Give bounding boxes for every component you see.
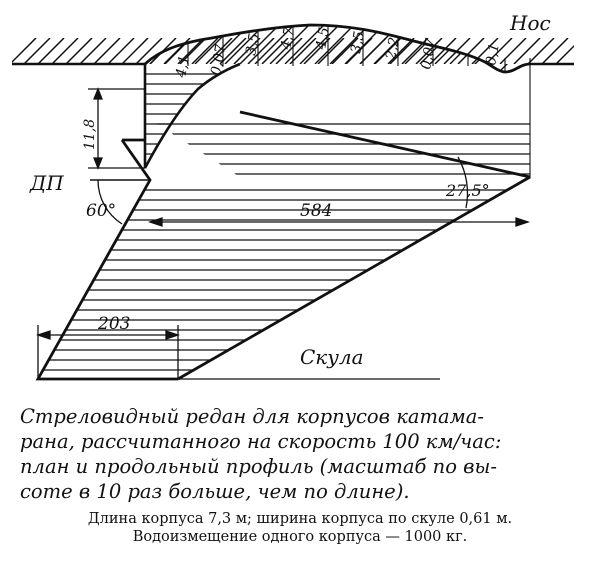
dim-length: 584: [300, 201, 332, 221]
profile-hatching: [149, 25, 530, 72]
step-diagram: 4,1 0,07 3,5 4,7 4,5 3,5 2,2 0,07 0,1 Но…: [12, 11, 574, 381]
note-line-2: Водоизмещение одного корпуса — 1000 кг.: [132, 529, 468, 545]
note-line-1: Длина корпуса 7,3 м; ширина корпуса по с…: [87, 511, 513, 527]
profile-curve: [144, 23, 531, 74]
caption-line-1: Стреловидный редан для корпусов катама-: [20, 405, 484, 428]
label-nose: Нос: [509, 11, 551, 35]
figure-caption: Стреловидный редан для корпусов катама- …: [20, 404, 580, 504]
figure-note: Длина корпуса 7,3 м; ширина корпуса по с…: [10, 510, 590, 546]
plan-upper-hatching: [150, 123, 530, 175]
caption-line-2: рана, рассчитанного на скорость 100 км/ч…: [20, 430, 502, 453]
profile-value-7: 2,2: [383, 36, 403, 62]
profile-value-1: 4,1: [173, 54, 193, 80]
label-dp: ДП: [29, 171, 64, 195]
length-dimension: [147, 217, 531, 227]
angle-stern: 27,5°: [445, 181, 490, 200]
plan-outline: [35, 110, 531, 381]
label-chine: Скула: [300, 345, 364, 369]
profile-value-9: 0,1: [483, 42, 503, 67]
depth-dimension: [88, 87, 145, 170]
step-profile-hatching: [145, 73, 240, 165]
profile-value-5: 4,5: [313, 26, 333, 52]
profile-value-3: 3,5: [243, 32, 263, 57]
step-profile-outline: [143, 62, 241, 169]
profile-value-8: 0,07: [418, 37, 439, 71]
angle-arc-dp: [97, 179, 123, 225]
angle-arc-stern: [457, 156, 469, 209]
profile-value-2: 0,07: [208, 43, 229, 77]
angle-dp: 60°: [86, 201, 116, 221]
profile-values: 4,1 0,07 3,5 4,7 4,5 3,5 2,2 0,07 0,1: [173, 26, 503, 80]
dim-width: 203: [97, 314, 130, 334]
width-dimension: [35, 325, 181, 379]
dim-depth: 11,8: [82, 119, 98, 150]
caption-line-3: план и продольный профиль (масштаб по вы…: [20, 455, 497, 478]
profile-value-6: 3,5: [348, 30, 368, 55]
profile-value-4: 4,7: [278, 26, 298, 52]
deck-hatching: [12, 38, 574, 64]
caption-line-4: соте в 10 раз больше, чем по длине).: [20, 480, 410, 503]
profile-ordinates: [187, 26, 531, 178]
